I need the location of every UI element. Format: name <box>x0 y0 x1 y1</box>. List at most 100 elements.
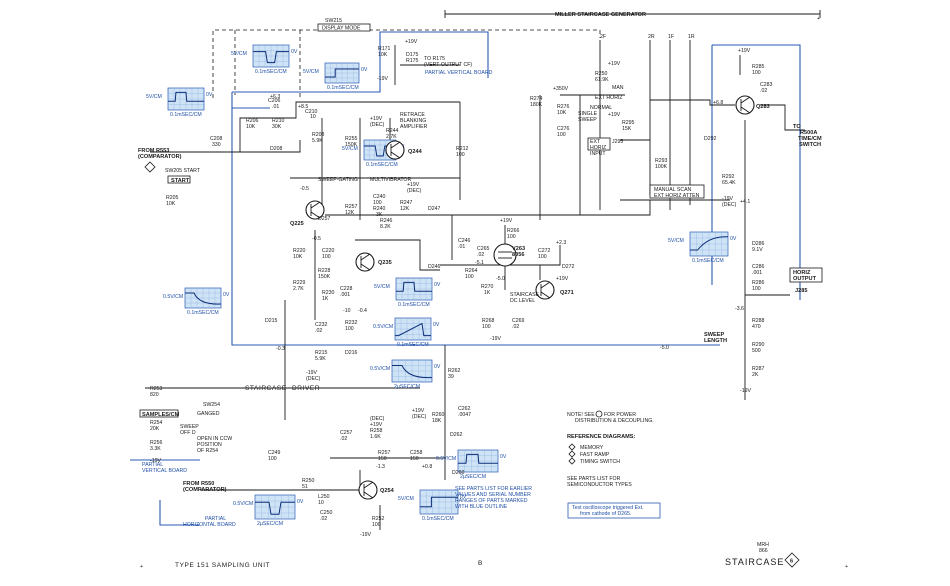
svg-text:WITH BLUE OUTLINE: WITH BLUE OUTLINE <box>455 504 508 510</box>
svg-text:R270: R270 <box>481 284 494 290</box>
svg-text:VALUES AND SERIAL NUMBER: VALUES AND SERIAL NUMBER <box>455 492 531 498</box>
svg-text:R274: R274 <box>530 96 543 102</box>
svg-text:100: 100 <box>507 234 516 240</box>
scope-time-label: 0.1mSEC/CM <box>398 302 430 308</box>
svg-text:R258: R258 <box>370 428 383 434</box>
svg-text:Q244: Q244 <box>408 149 423 155</box>
svg-text:from cathode of D265.: from cathode of D265. <box>580 511 631 517</box>
svg-text:C232: C232 <box>315 322 328 328</box>
svg-text:R255: R255 <box>345 136 358 142</box>
svg-text:STAIRCASE: STAIRCASE <box>510 292 540 298</box>
scope-volts-label: 0.5V/CM <box>373 324 393 330</box>
svg-text:(COMPARATOR): (COMPARATOR) <box>183 487 227 493</box>
svg-text:-19V: -19V <box>722 196 733 202</box>
svg-text:INPUT: INPUT <box>590 151 606 157</box>
svg-text:100: 100 <box>752 286 761 292</box>
svg-text:R257: R257 <box>378 450 391 456</box>
svg-text:R246: R246 <box>380 218 393 224</box>
svg-text:J295: J295 <box>612 139 623 145</box>
svg-text:+8.5: +8.5 <box>298 104 308 110</box>
svg-text:SW254: SW254 <box>203 402 220 408</box>
svg-text:FOR POWER: FOR POWER <box>604 412 636 418</box>
svg-text:R266: R266 <box>507 228 520 234</box>
svg-text:R286: R286 <box>752 280 765 286</box>
svg-text:D272: D272 <box>562 264 575 270</box>
svg-text:-19V: -19V <box>360 532 371 538</box>
svg-text:Q235: Q235 <box>378 260 392 266</box>
scope-ref-label: 0V <box>206 92 213 98</box>
svg-text:+19V: +19V <box>412 408 425 414</box>
svg-text:C269: C269 <box>512 318 525 324</box>
svg-text:12K: 12K <box>345 210 355 216</box>
scope-volts-label: 0.5V/CM <box>163 294 183 300</box>
svg-text:OPEN IN CCW: OPEN IN CCW <box>197 436 232 442</box>
svg-text:C258: C258 <box>410 450 423 456</box>
svg-text:C246: C246 <box>458 238 471 244</box>
svg-text:D208: D208 <box>270 146 283 152</box>
svg-text:J285: J285 <box>795 288 807 294</box>
svg-text:330: 330 <box>212 142 221 148</box>
svg-text:R253: R253 <box>150 386 163 392</box>
svg-text:-19V: -19V <box>490 336 501 342</box>
svg-text:FROM R550: FROM R550 <box>183 481 214 487</box>
svg-text:.02: .02 <box>760 88 767 94</box>
svg-text:EXT: EXT <box>590 139 601 145</box>
scope-volts-label: 0.5V/CM <box>436 456 456 462</box>
svg-text:R244: R244 <box>386 128 399 134</box>
svg-text:VERTICAL BOARD: VERTICAL BOARD <box>142 468 187 474</box>
svg-text:61.9K: 61.9K <box>595 77 609 83</box>
svg-text:POSITION: POSITION <box>197 442 222 448</box>
svg-text:C272: C272 <box>538 248 551 254</box>
svg-text:R250: R250 <box>595 71 608 77</box>
svg-text:5.9K: 5.9K <box>312 138 323 144</box>
svg-text:180K: 180K <box>530 102 543 108</box>
svg-text:R292: R292 <box>722 174 735 180</box>
svg-text:100: 100 <box>322 254 331 260</box>
svg-text:START: START <box>171 178 190 184</box>
svg-text:10K: 10K <box>166 201 176 207</box>
svg-text:.02: .02 <box>340 436 347 442</box>
svg-text:TIMING SWITCH: TIMING SWITCH <box>580 459 620 465</box>
svg-text:STAIRCASE: STAIRCASE <box>245 385 287 392</box>
svg-text:.02: .02 <box>320 516 327 522</box>
scope-ref-label: 0V <box>500 454 507 460</box>
svg-text:DC LEVEL: DC LEVEL <box>510 298 535 304</box>
page-letter: B <box>478 560 483 567</box>
svg-text:R230: R230 <box>322 290 335 296</box>
svg-text:+: + <box>817 16 820 22</box>
scope-time-label: 2µSEC/CM <box>257 521 283 527</box>
svg-text:(DEC): (DEC) <box>722 202 737 208</box>
svg-text:MEMORY: MEMORY <box>580 445 604 451</box>
svg-text:D216: D216 <box>345 350 358 356</box>
unit-title: TYPE 151 SAMPLING UNIT <box>175 562 270 569</box>
svg-text:FAST RAMP: FAST RAMP <box>580 452 610 458</box>
svg-text:30K: 30K <box>272 124 282 130</box>
svg-text:SWEEP: SWEEP <box>578 117 597 123</box>
svg-text:(DEC): (DEC) <box>407 188 422 194</box>
scope-time-label: 0.1mSEC/CM <box>366 162 398 168</box>
transistor-q235: Q235 <box>355 252 392 272</box>
svg-text:RETRACE: RETRACE <box>400 112 425 118</box>
svg-text:REFERENCE DIAGRAMS:: REFERENCE DIAGRAMS: <box>567 434 636 440</box>
svg-text:100: 100 <box>373 200 382 206</box>
svg-text:1F: 1F <box>668 34 674 40</box>
svg-text:-0.3: -0.3 <box>276 346 285 352</box>
svg-text:+6.8: +6.8 <box>713 100 723 106</box>
svg-text:-5.0: -5.0 <box>660 345 669 351</box>
footer: TYPE 151 SAMPLING UNIT B STAIRCASE 6 MRH… <box>140 16 848 570</box>
svg-text:-5.1: -5.1 <box>475 260 484 266</box>
svg-text:FROM R553: FROM R553 <box>138 148 169 154</box>
scope-time-label: 0.1mSEC/CM <box>255 69 287 75</box>
svg-text:LENGTH: LENGTH <box>704 338 727 344</box>
svg-text:SEE PARTS LIST FOR: SEE PARTS LIST FOR <box>567 476 621 482</box>
svg-text:SWITCH: SWITCH <box>799 142 821 148</box>
svg-text:R171: R171 <box>378 46 391 52</box>
svg-text:AMPLIFIER: AMPLIFIER <box>400 124 428 130</box>
svg-text:100: 100 <box>482 324 491 330</box>
svg-text:MANUAL SCAN: MANUAL SCAN <box>654 187 692 193</box>
diagram-number: 6 <box>790 559 793 565</box>
